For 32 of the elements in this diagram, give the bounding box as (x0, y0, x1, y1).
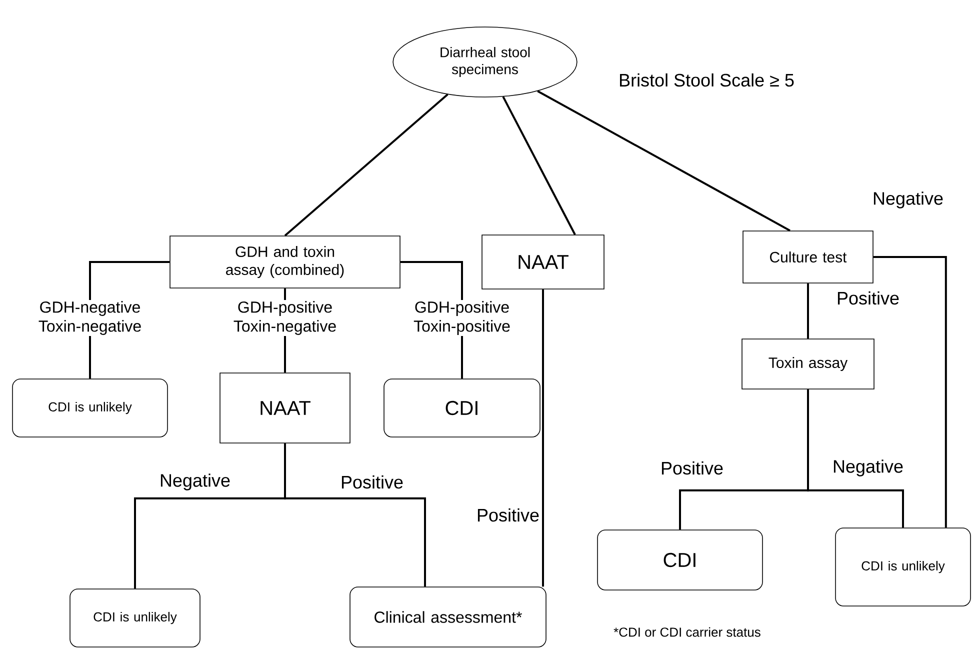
ellipse-node: Diarrheal stool specimens (392, 26, 578, 98)
edge-label: Negative (160, 474, 230, 490)
connector (873, 256, 947, 528)
footnote: *CDI or CDI carrier status (614, 627, 760, 637)
process-box: Toxin assay (742, 338, 874, 390)
process-box: GDH and toxin assay (combined) (170, 236, 400, 288)
connector (284, 94, 448, 236)
edge-label: Negative (834, 460, 903, 476)
edge-label: Positive (478, 508, 539, 522)
edge-label: GDH-positive Toxin-negative (224, 300, 346, 336)
result-box: CDI (597, 530, 763, 590)
connector (537, 90, 790, 232)
connector (542, 289, 544, 587)
edge-label: Negative (874, 192, 943, 208)
edge-label: Positive (662, 461, 723, 475)
edge-label: GDH-positive Toxin-positive (401, 300, 523, 336)
result-box: CDI (384, 378, 540, 438)
connector (284, 443, 426, 587)
connector (807, 283, 809, 339)
connector (502, 96, 576, 236)
result-box: Clinical assessment* (350, 586, 546, 648)
side-note: Bristol Stool Scale ≥ 5 (620, 73, 794, 87)
process-box: NAAT (220, 372, 350, 444)
edge-label: Positive (838, 291, 899, 305)
connector (807, 389, 904, 528)
process-box: NAAT (482, 234, 604, 290)
result-box: CDI is unlikely (70, 588, 200, 648)
process-box: Culture test (742, 230, 874, 284)
edge-label: Positive (342, 475, 403, 489)
edge-label: GDH-negative Toxin-negative (29, 300, 151, 336)
result-box: CDI is unlikely (12, 378, 168, 438)
result-box: CDI is unlikely (835, 528, 971, 606)
